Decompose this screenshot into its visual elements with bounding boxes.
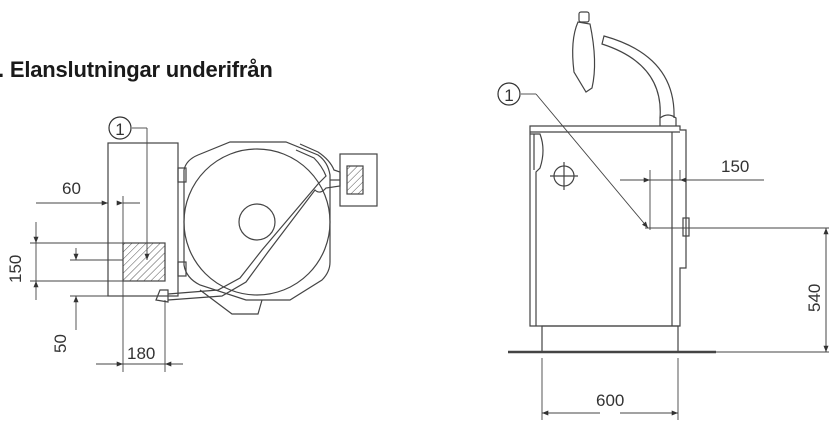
- callout-right-label: 1: [504, 86, 513, 105]
- arm: [601, 35, 675, 119]
- dim-540-label: 540: [805, 284, 824, 312]
- dim-600-label: 600: [596, 391, 624, 410]
- pot-lip: [199, 289, 263, 315]
- cabinet-profile: [530, 133, 544, 326]
- plinth: [541, 325, 679, 353]
- connector: [177, 167, 187, 183]
- pot-body: [183, 141, 331, 301]
- side-connector: [682, 217, 690, 237]
- handle-arm-inner: [167, 149, 327, 295]
- dim-150-left-label: 150: [6, 255, 25, 283]
- pot-drum: [183, 148, 331, 296]
- cabinet-body: [529, 125, 687, 327]
- callout-left-label: 1: [115, 120, 124, 139]
- connection-area: [122, 242, 166, 282]
- page-title: 3. Elanslutningar underifrån: [0, 57, 273, 82]
- callout-left: 1: [108, 116, 132, 140]
- callout-right: 1: [497, 82, 521, 106]
- handle-tip: [578, 11, 590, 23]
- dim-150-right-label: 150: [721, 157, 749, 176]
- side-view: [508, 11, 716, 354]
- terminal-box: [107, 142, 179, 297]
- control-box-hatch: [346, 165, 364, 195]
- dim-50-label: 50: [51, 334, 70, 353]
- side-view-dimensions: [521, 93, 829, 420]
- bottom-view: [107, 141, 378, 315]
- bottom-view-dimensions: [30, 127, 183, 372]
- handle-arm: [167, 143, 341, 301]
- dim-180-label: 180: [127, 344, 155, 363]
- pot-hub: [238, 203, 276, 241]
- dim-60-label: 60: [62, 179, 81, 198]
- handle-end: [155, 289, 169, 303]
- connector: [177, 261, 187, 277]
- handle-grip: [572, 21, 596, 93]
